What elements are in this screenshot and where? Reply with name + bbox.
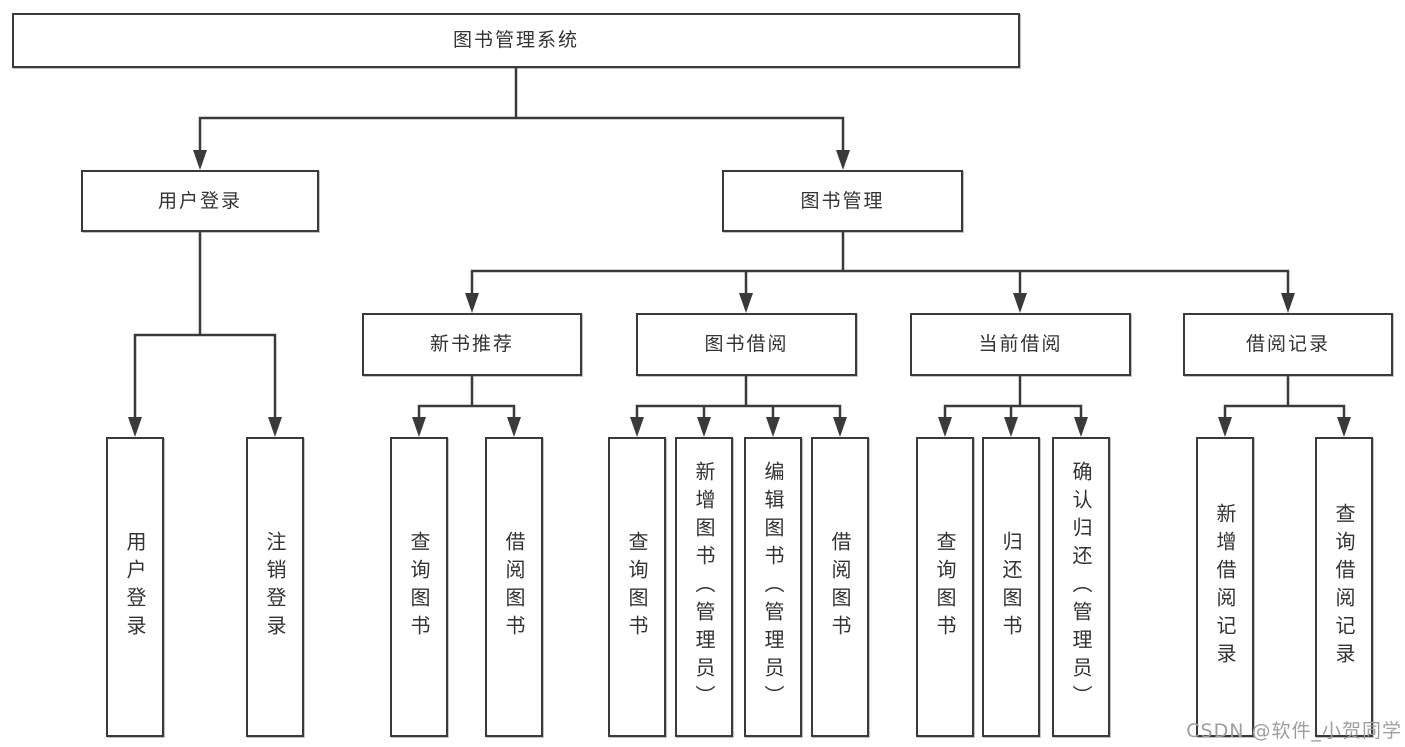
node-book-management: 图书管理 bbox=[722, 170, 963, 232]
leaf-logout: 注销登录 bbox=[246, 437, 304, 737]
leaf-bookborrow-borrow-books: 借阅图书 bbox=[811, 437, 869, 737]
leaf-currentborrow-confirm-return-admin: 确认归还（管理员） bbox=[1052, 437, 1110, 737]
leaf-newbooks-query-books-label: 查询图书 bbox=[407, 531, 431, 643]
leaf-records-query-record-label: 查询借阅记录 bbox=[1332, 503, 1356, 671]
arrowhead bbox=[1013, 293, 1027, 313]
arrowhead bbox=[739, 293, 753, 313]
node-borrowing-records: 借阅记录 bbox=[1183, 313, 1393, 376]
node-book-borrowing: 图书借阅 bbox=[636, 313, 857, 376]
arrowhead bbox=[193, 150, 207, 170]
node-user-login-label: 用户登录 bbox=[157, 189, 242, 212]
leaf-bookborrow-query-books-label: 查询图书 bbox=[625, 531, 649, 643]
node-book-borrowing-label: 图书借阅 bbox=[704, 333, 789, 355]
connector-currentborrow-rail bbox=[943, 404, 1083, 419]
arrowhead bbox=[766, 417, 780, 437]
node-current-borrowing-label: 当前借阅 bbox=[978, 333, 1063, 355]
leaf-bookborrow-query-books: 查询图书 bbox=[608, 437, 666, 737]
arrowhead bbox=[1218, 417, 1232, 437]
arrowhead bbox=[1337, 417, 1351, 437]
leaf-currentborrow-query-books: 查询图书 bbox=[916, 437, 974, 737]
arrowhead bbox=[697, 417, 711, 437]
arrowhead bbox=[1281, 293, 1295, 313]
arrowhead bbox=[833, 417, 847, 437]
node-root-label: 图书管理系统 bbox=[452, 29, 579, 51]
leaf-bookborrow-add-books-admin-label: 新增图书（管理员） bbox=[692, 461, 716, 713]
arrowhead bbox=[507, 417, 521, 437]
leaf-newbooks-borrow-books: 借阅图书 bbox=[485, 437, 543, 737]
node-current-borrowing: 当前借阅 bbox=[910, 313, 1131, 376]
leaf-bookborrow-add-books-admin: 新增图书（管理员） bbox=[675, 437, 733, 737]
leaf-currentborrow-confirm-return-admin-label: 确认归还（管理员） bbox=[1069, 461, 1093, 713]
leaf-newbooks-query-books: 查询图书 bbox=[390, 437, 448, 737]
leaf-newbooks-borrow-books-label: 借阅图书 bbox=[502, 531, 526, 643]
leaf-bookborrow-edit-books-admin: 编辑图书（管理员） bbox=[744, 437, 802, 737]
connector-root-rail bbox=[198, 116, 845, 151]
node-root: 图书管理系统 bbox=[12, 13, 1020, 68]
csdn-watermark: CSDN @软件_小贺同学 bbox=[1186, 720, 1402, 742]
connector-records-rail bbox=[1223, 404, 1346, 419]
leaf-currentborrow-return-books-label: 归还图书 bbox=[999, 531, 1023, 643]
leaf-records-add-record-label: 新增借阅记录 bbox=[1213, 503, 1237, 671]
connector-newbooks-rail bbox=[417, 404, 516, 419]
leaf-logout-label: 注销登录 bbox=[263, 531, 287, 643]
arrowhead bbox=[268, 417, 282, 437]
arrowhead bbox=[128, 417, 142, 437]
leaf-bookborrow-borrow-books-label: 借阅图书 bbox=[828, 531, 852, 643]
arrowhead bbox=[938, 417, 952, 437]
arrowhead bbox=[412, 417, 426, 437]
node-user-login: 用户登录 bbox=[81, 170, 319, 232]
node-new-book-recommendation-label: 新书推荐 bbox=[429, 333, 514, 355]
arrowhead bbox=[630, 417, 644, 437]
connector-userlogin-rail bbox=[133, 333, 277, 418]
node-new-book-recommendation: 新书推荐 bbox=[362, 313, 582, 376]
leaf-records-add-record: 新增借阅记录 bbox=[1196, 437, 1254, 737]
leaf-bookborrow-edit-books-admin-label: 编辑图书（管理员） bbox=[761, 461, 785, 713]
connector-bookmgmt-rail bbox=[470, 269, 1290, 294]
node-borrowing-records-label: 借阅记录 bbox=[1245, 333, 1330, 355]
arrowhead bbox=[1004, 417, 1018, 437]
arrowheads bbox=[128, 150, 1351, 437]
node-book-management-label: 图书管理 bbox=[800, 189, 885, 212]
arrowhead bbox=[465, 293, 479, 313]
arrowhead bbox=[1074, 417, 1088, 437]
leaf-user-login: 用户登录 bbox=[106, 437, 164, 737]
arrowhead bbox=[836, 150, 850, 170]
leaf-currentborrow-query-books-label: 查询图书 bbox=[933, 531, 957, 643]
leaf-currentborrow-return-books: 归还图书 bbox=[982, 437, 1040, 737]
leaf-records-query-record: 查询借阅记录 bbox=[1315, 437, 1373, 737]
leaf-user-login-label: 用户登录 bbox=[123, 531, 147, 643]
connector-bookborrow-rail bbox=[635, 404, 842, 419]
